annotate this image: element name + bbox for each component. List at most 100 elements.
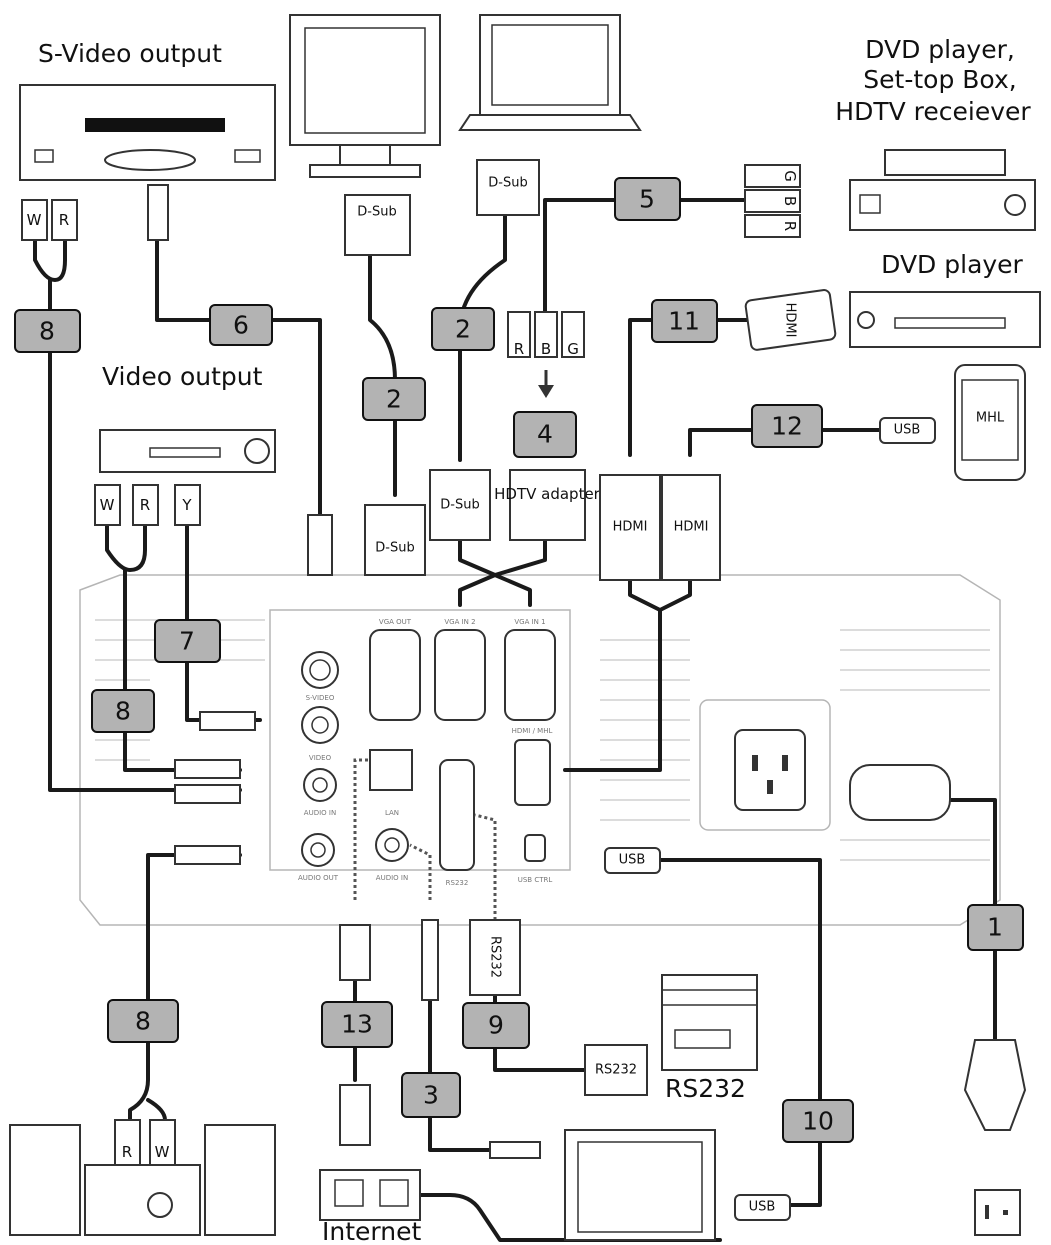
audio-out-port[interactable]: [301, 833, 335, 867]
usb-label-laptop: USB: [749, 1200, 776, 1215]
power-socket[interactable]: [734, 729, 806, 811]
pin-b-right: B: [781, 196, 799, 206]
pin-r-mid: R: [140, 496, 150, 514]
svg-text:5: 5: [639, 185, 655, 214]
vga-in1-label: VGA IN 1: [514, 618, 545, 626]
laptop-bottom-device: [564, 1129, 716, 1241]
svg-text:2: 2: [455, 315, 471, 344]
rs232-label: RS232: [665, 1074, 746, 1103]
badge-7: 7: [154, 619, 221, 663]
svg-text:8: 8: [39, 317, 55, 346]
badge-1: 1: [967, 904, 1024, 951]
audio-in2-port[interactable]: [375, 828, 409, 862]
badge-2-monitor: 2: [362, 377, 426, 421]
pin-b-comp: B: [541, 340, 551, 358]
usb-label-mhl: USB: [894, 423, 921, 438]
dvd-settop-label-1: DVD player,: [865, 35, 1015, 64]
badge-3: 3: [401, 1072, 461, 1118]
badge-2-laptop: 2: [431, 307, 495, 351]
svg-text:2: 2: [386, 385, 402, 414]
badge-4: 4: [513, 411, 577, 458]
pin-w-mid: W: [100, 496, 115, 514]
mhl-label: MHL: [976, 411, 1005, 426]
pin-w-bottom: W: [155, 1143, 170, 1161]
vga-in2-label: VGA IN 2: [444, 618, 475, 626]
svideo-port[interactable]: [301, 651, 339, 689]
power-plug: [849, 764, 1027, 1131]
hdmi-label-2: HDMI: [674, 520, 709, 535]
svg-text:8: 8: [135, 1007, 151, 1036]
badge-10: 10: [782, 1099, 854, 1143]
mhl-phone-device: MHL: [954, 364, 1026, 481]
pin-g-comp: G: [567, 340, 579, 358]
rs232-label-2: RS232: [595, 1063, 637, 1078]
vga-out-label: VGA OUT: [379, 618, 412, 626]
cable-badges: 1 2 2 3 4 5 6 7 8 8 8 9 10 11 12 13: [14, 177, 1024, 1143]
badge-8-bottom: 8: [107, 999, 179, 1043]
video-port[interactable]: [301, 706, 339, 744]
lan-port[interactable]: [369, 749, 413, 791]
rs232-port[interactable]: [439, 759, 475, 871]
audio-in2-port-label: AUDIO IN: [376, 874, 408, 882]
internet-label: Internet: [322, 1217, 421, 1245]
badge-12: 12: [751, 404, 823, 448]
video-port-label: VIDEO: [309, 754, 332, 762]
vga-out-port[interactable]: [369, 629, 421, 721]
video-output-label: Video output: [102, 362, 263, 391]
pin-r-right: R: [781, 221, 799, 231]
pin-g-right: G: [781, 170, 799, 182]
svg-text:7: 7: [179, 627, 195, 656]
video-output-device: [99, 429, 276, 473]
svg-text:12: 12: [771, 412, 803, 441]
svg-text:1: 1: [987, 913, 1003, 942]
pin-r-bottom: R: [122, 1143, 132, 1161]
svideo-port-label: S-VIDEO: [306, 694, 335, 702]
vga-in1-port[interactable]: [504, 629, 556, 721]
pin-r-comp: R: [514, 340, 524, 358]
hdmi-label-1: HDMI: [613, 520, 648, 535]
svg-text:9: 9: [488, 1011, 504, 1040]
connectors: D-Sub D-Sub D-Sub D-Sub HDTV adapter HDM…: [21, 159, 936, 1221]
hdmi-mhl-label: HDMI / MHL: [512, 727, 553, 735]
usb-label-ctrl: USB: [619, 853, 646, 868]
cables: [33, 198, 997, 1242]
hdmi-label-3: HDMI: [783, 303, 798, 338]
svideo-dvd-device: [19, 84, 276, 181]
speakers-device: [9, 1124, 276, 1236]
badge-9: 9: [462, 1002, 530, 1049]
dvd-player-label: DVD player: [881, 250, 1023, 279]
dsub-label-monitor: D-Sub: [357, 205, 396, 220]
usb-ctrl-port[interactable]: [524, 834, 546, 862]
badge-13: 13: [321, 1001, 393, 1048]
audio-in-port-label: AUDIO IN: [304, 809, 336, 817]
svg-text:11: 11: [668, 307, 700, 336]
pin-r-top: R: [59, 211, 69, 229]
settop-devices: [849, 149, 1036, 231]
badge-6: 6: [209, 304, 273, 346]
badge-8-mid: 8: [91, 689, 155, 733]
audio-out-port-label: AUDIO OUT: [298, 874, 339, 882]
badge-8-top: 8: [14, 309, 81, 353]
monitor-device: [289, 14, 441, 178]
svg-text:4: 4: [537, 420, 553, 449]
svg-text:10: 10: [802, 1107, 834, 1136]
vga-in2-port[interactable]: [434, 629, 486, 721]
dvd-settop-label-2: Set-top Box,: [863, 65, 1016, 94]
usb-ctrl-label: USB CTRL: [518, 876, 553, 884]
lan-port-label: LAN: [385, 809, 399, 817]
internet-wall-socket: [319, 1169, 421, 1221]
audio-in-port[interactable]: [303, 768, 337, 802]
dsub-label-laptop: D-Sub: [488, 176, 527, 191]
rs232-pc-device: [661, 974, 758, 1071]
dsub-label-vga2: D-Sub: [440, 498, 479, 513]
port-panel: S-VIDEO VIDEO AUDIO IN AUDIO OUT VGA OUT…: [298, 618, 806, 887]
rs232-port-label: RS232: [446, 879, 469, 887]
svideo-output-label: S-Video output: [38, 39, 222, 68]
svg-text:3: 3: [423, 1081, 439, 1110]
hdmi-mhl-port[interactable]: [514, 739, 551, 806]
svg-text:8: 8: [115, 697, 131, 726]
rs232-label-1: RS232: [488, 936, 503, 978]
badge-11: 11: [651, 299, 718, 343]
